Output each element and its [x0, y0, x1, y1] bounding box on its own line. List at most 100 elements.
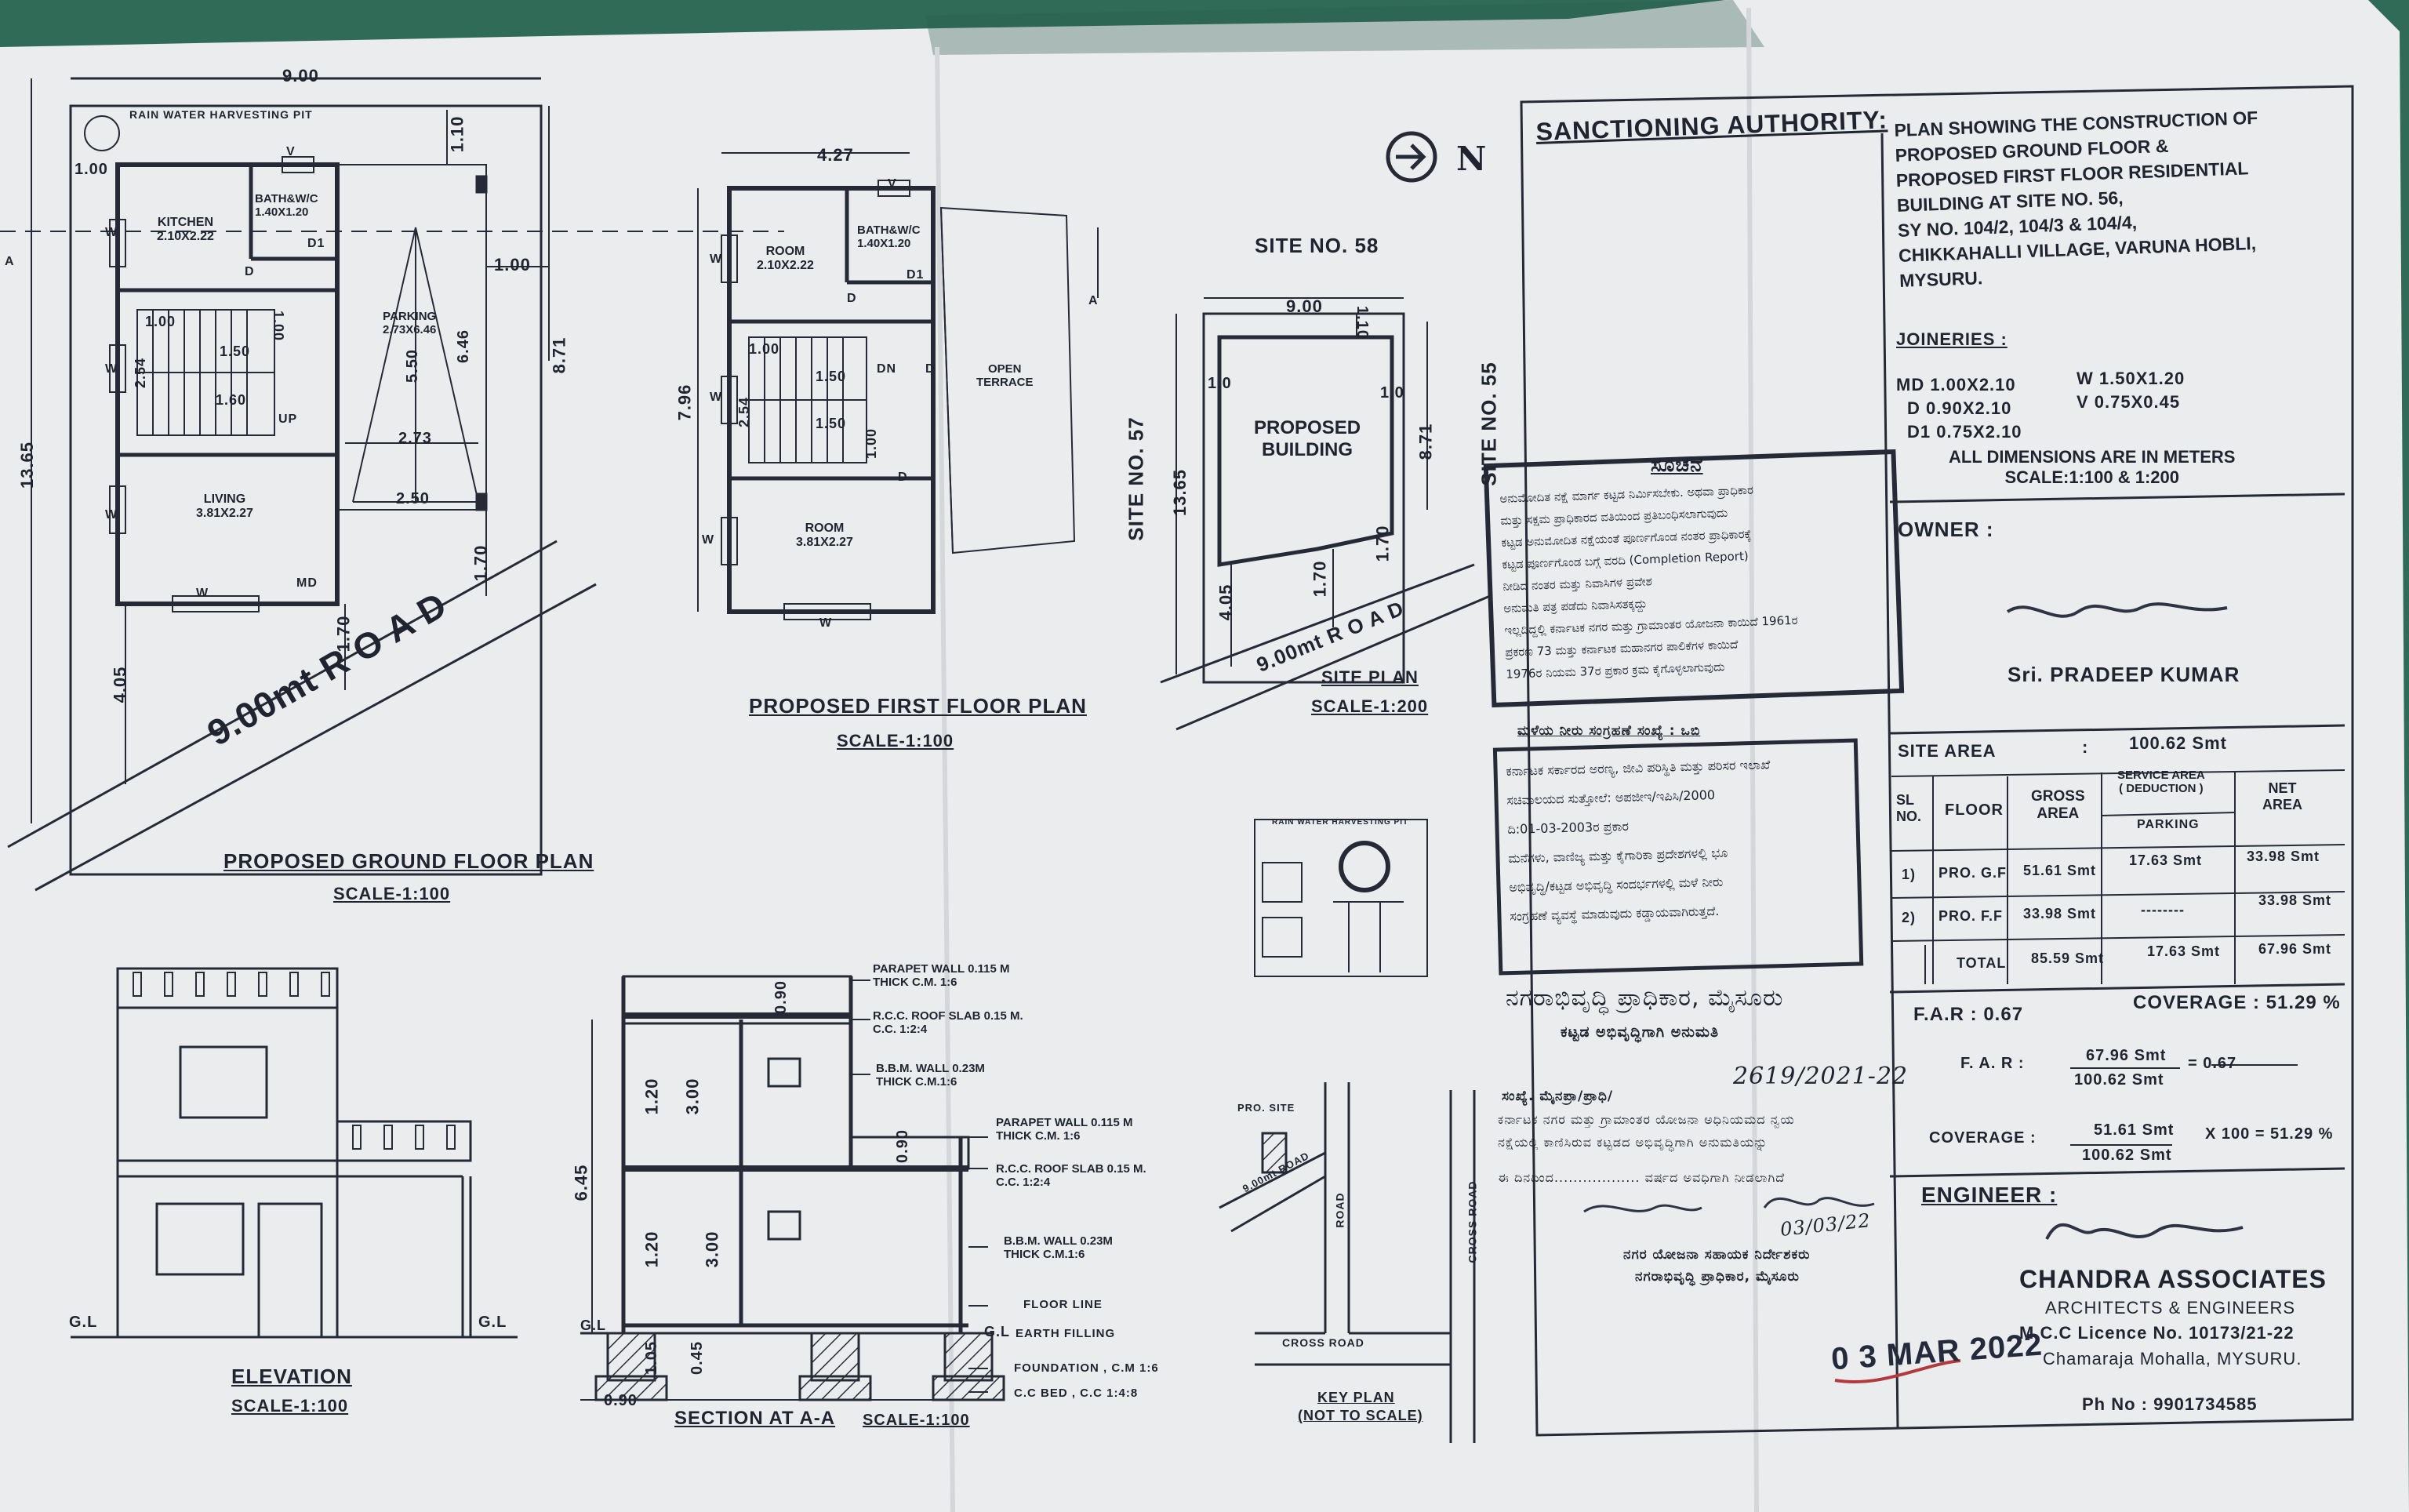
- gf-rwh-label: RAIN WATER HARVESTING PIT: [129, 108, 313, 121]
- elevation-title: ELEVATION: [231, 1365, 352, 1388]
- gf-dim-depth: 8.71: [549, 336, 569, 374]
- site-area-colon: :: [2082, 737, 2089, 757]
- fold-line: [1746, 7, 1759, 1512]
- sec-label-bbm2: B.B.M. WALL 0.23M THICK C.M.1:6: [1004, 1234, 1113, 1261]
- gf-section-mark-a: A: [5, 255, 15, 268]
- sec-dim-105: 1.05: [642, 1341, 660, 1375]
- sec-label-rcc1: R.C.C. ROOF SLAB 0.15 M. C.C. 1:2:4: [873, 1009, 1023, 1036]
- owner-name: Sri. PRADEEP KUMAR: [2008, 663, 2240, 686]
- ff-stair-dim5: 2.54: [736, 396, 753, 428]
- ff-dim-width: 4.27: [817, 145, 854, 165]
- site-57-label: SITE NO. 57: [1124, 416, 1148, 541]
- sec-dim-090b: 0.90: [893, 1129, 911, 1163]
- ff-scale: SCALE-1:100: [837, 731, 954, 751]
- gf-dim-front: 4.05: [110, 666, 130, 703]
- sec-dim-645: 6.45: [571, 1164, 591, 1201]
- sec-label-floor: FLOOR LINE: [1023, 1298, 1103, 1311]
- far-calc-label: F. A. R :: [1960, 1055, 2025, 1072]
- gf-mark-v: V: [286, 145, 296, 158]
- ff-mark-w: W: [710, 253, 723, 266]
- proposed-building-label: PROPOSED BUILDING: [1251, 414, 1364, 464]
- gf-stair-dim1: 1.00: [145, 314, 176, 329]
- approval-number-label: ಸಂಖ್ಯೆ. ಮೈನಪ್ರಾ/ಪ್ರಾಧಿ/: [1502, 1089, 1614, 1104]
- notice-stamp-body: ಅನುಮೋದಿತ ನಕ್ಷೆ ಮಾರ್ಗ ಕಟ್ಟಡ ನಿರ್ಮಿಸಬೇಕು. …: [1499, 482, 1798, 681]
- row1-floor: PRO. G.F: [1938, 865, 2008, 881]
- ff-mark-d: D: [898, 471, 908, 484]
- approval-authority: ನಗರಾಭಿವೃದ್ಧಿ ಪ್ರಾಧಿಕಾರ, ಮೈಸೂರು: [1506, 984, 1784, 1012]
- row1-sl: 1): [1902, 867, 1917, 882]
- site-area-value: 100.62 Smt: [2129, 733, 2227, 753]
- joinery-w: W 1.50X1.20: [2077, 369, 2186, 388]
- ff-mark-d1: D1: [907, 268, 925, 282]
- gf-title: PROPOSED GROUND FLOOR PLAN: [223, 849, 594, 873]
- rwh-detail: [1254, 819, 1428, 977]
- table-header-gross: GROSS AREA: [2031, 788, 2085, 822]
- gf-mark-w: W: [196, 587, 209, 600]
- row1-parking: 17.63 Smt: [2129, 852, 2203, 868]
- sp-scale: SCALE-1:200: [1311, 696, 1429, 716]
- cov-calc-label: COVERAGE :: [1929, 1129, 2037, 1147]
- far-calc-num: 67.96 Smt: [2086, 1047, 2167, 1064]
- row1-net: 33.98 Smt: [2247, 849, 2320, 864]
- engineer-label: ENGINEER :: [1921, 1183, 2058, 1207]
- elevation-scale: SCALE-1:100: [231, 1396, 349, 1416]
- ff-stair-dim1: 1.00: [749, 341, 780, 357]
- ff-section-mark-a: A: [1088, 294, 1099, 307]
- table-header-floor: FLOOR: [1945, 801, 2004, 819]
- sec-gl-left: G.L: [580, 1318, 606, 1333]
- table-header-sl: SL NO.: [1896, 792, 1922, 824]
- sp-dim-d3: 1.0: [1380, 384, 1404, 402]
- gf-mark-w: W: [105, 226, 118, 239]
- key-plan-cross-road-v: CROSS ROAD: [1466, 1180, 1479, 1263]
- sec-label-parapet2: PARAPET WALL 0.115 M THICK C.M. 1:6: [996, 1116, 1133, 1143]
- ff-mark-v: V: [888, 177, 897, 191]
- site-55-label: SITE NO. 55: [1477, 362, 1501, 486]
- gf-dim-front2: 1.70: [471, 544, 491, 582]
- sp-dim-d1: 1.10: [1353, 306, 1371, 340]
- rwh-stamp-body: ಕರ್ನಾಟಕ ಸರ್ಕಾರದ ಅರಣ್ಯ, ಜೀವಿ ಪರಿಸ್ಥಿತಿ ಮತ…: [1506, 757, 1771, 924]
- gf-parking-dim2: 6.46: [454, 329, 472, 363]
- ff-terrace: OPEN TERRACE: [976, 362, 1034, 389]
- gf-mark-w: W: [105, 508, 118, 522]
- ff-room1: ROOM 2.10X2.22: [757, 245, 814, 272]
- row2-floor: PRO. F.F: [1938, 908, 2004, 924]
- row1-gross: 51.61 Smt: [2023, 863, 2097, 878]
- fold-line: [935, 46, 955, 1512]
- far-calc-den: 100.62 Smt: [2074, 1071, 2164, 1089]
- sp-dim-front: 4.05: [1215, 583, 1236, 621]
- joinery-v: V 0.75X0.45: [2077, 392, 2181, 412]
- ff-dim-depth: 7.96: [674, 383, 695, 421]
- official-signature: [1763, 1197, 1875, 1209]
- owner-signature: [2006, 602, 2228, 618]
- official-signature: [1583, 1204, 1702, 1213]
- table-header-service: SERVICE AREA ( DEDUCTION ): [2117, 769, 2205, 795]
- key-plan-cross-road-h: CROSS ROAD: [1282, 1336, 1364, 1349]
- sp-dim-f2: 1.70: [1372, 525, 1393, 562]
- approval-line1: ಕರ್ನಾಟಕ ನಗರ ಮತ್ತು ಗ್ರಾಮಾಂತರ ಯೋಜನಾ ಅಧಿನಿಯ…: [1498, 1112, 1795, 1127]
- title-block: [1520, 85, 2354, 1437]
- total-label: TOTAL: [1957, 955, 2007, 971]
- ff-room2: ROOM 3.81X2.27: [796, 522, 853, 549]
- gf-dim-setback: 1.00: [494, 255, 531, 274]
- table-header-net: NET AREA: [2262, 780, 2303, 812]
- sec-label-bbm1: B.B.M. WALL 0.23M THICK C.M.1:6: [876, 1062, 985, 1089]
- gf-dim-rear: 1.10: [447, 115, 467, 153]
- far-summary: F.A.R : 0.67: [1913, 1004, 2024, 1025]
- engineer-signature: [2045, 1223, 2244, 1240]
- sec-dim-120a: 1.20: [641, 1078, 662, 1115]
- gf-stair-dim5: 2.54: [133, 357, 149, 389]
- section-title: SECTION AT A-A: [674, 1408, 836, 1429]
- sec-dim-300a: 3.00: [682, 1078, 703, 1115]
- ff-mark-d: D: [925, 362, 936, 376]
- sec-label-foundation: FOUNDATION , C.M 1:6: [1014, 1361, 1159, 1375]
- section-scale: SCALE-1:100: [863, 1412, 970, 1429]
- gf-dim-side-margin: 1.00: [74, 161, 108, 178]
- site-58-label: SITE NO. 58: [1255, 234, 1379, 257]
- site-plan: [1160, 131, 1491, 731]
- firm-address: Chamaraja Mohalla, MYSURU.: [2043, 1349, 2302, 1368]
- sec-dim-120b: 1.20: [641, 1230, 662, 1268]
- sec-dim-w090: 0.90: [604, 1392, 638, 1409]
- joinery-md: MD 1.00X2.10: [1896, 375, 2016, 394]
